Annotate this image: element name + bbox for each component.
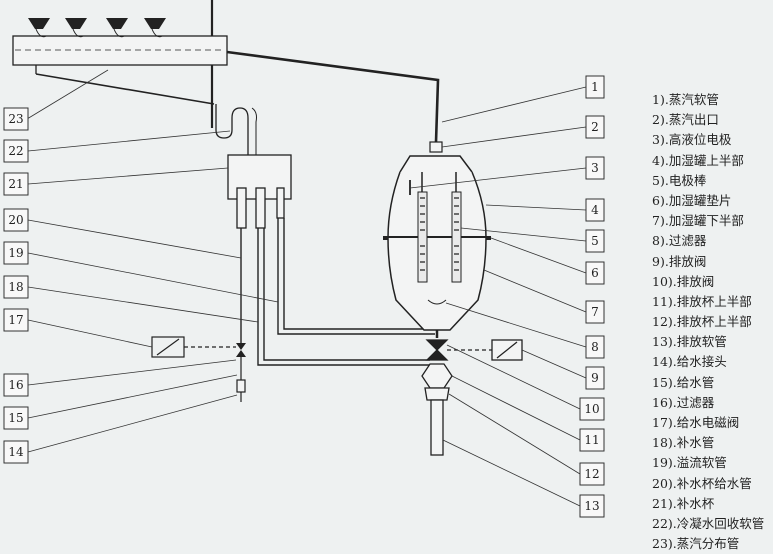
callout-label: 10 bbox=[584, 402, 599, 416]
callout-label: 12 bbox=[584, 467, 599, 481]
humidifier-tank bbox=[383, 141, 491, 338]
tank-lower-7 bbox=[387, 237, 487, 331]
humidifier-diagram: 1 2 3 4 5 6 7 8 9 10 11 12 13 23 22 21 2… bbox=[3, 0, 764, 551]
legend-item: 9).排放阀 bbox=[652, 253, 707, 269]
steam-hose-1 bbox=[226, 50, 440, 143]
callout-19: 19 bbox=[3, 241, 279, 303]
legend-item: 7).加湿罐下半部 bbox=[652, 213, 744, 229]
callout-label: 8 bbox=[591, 340, 599, 354]
callout-18: 18 bbox=[3, 275, 259, 323]
callout-15: 15 bbox=[3, 374, 238, 430]
legend-item: 15).给水管 bbox=[652, 374, 715, 390]
legend-item: 18).补水管 bbox=[652, 435, 715, 451]
callout-6: 6 bbox=[490, 237, 605, 285]
callout-label: 13 bbox=[584, 499, 599, 513]
legend-item: 22).冷凝水回收软管 bbox=[652, 515, 765, 531]
callout-label: 3 bbox=[591, 161, 599, 175]
condensate-hose-22 bbox=[215, 104, 249, 155]
filter-8 bbox=[427, 299, 447, 305]
callout-label: 11 bbox=[584, 433, 599, 447]
parts-legend: 1).蒸汽软管 2).蒸汽出口 3).高液位电极 4).加湿罐上半部 5).电极… bbox=[652, 90, 773, 554]
callout-label: 20 bbox=[8, 213, 23, 227]
callout-10: 10 bbox=[446, 344, 605, 421]
nozzle-icon bbox=[65, 18, 87, 29]
legend-item: 3).高液位电极 bbox=[652, 132, 732, 148]
callout-label: 18 bbox=[8, 280, 23, 294]
callout-16: 16 bbox=[3, 359, 237, 397]
callout-label: 1 bbox=[591, 80, 599, 94]
steam-outlet-2 bbox=[429, 141, 443, 153]
tank-upper-4 bbox=[387, 171, 487, 239]
nozzle-icon bbox=[144, 18, 166, 29]
callout-17: 17 bbox=[3, 308, 153, 348]
legend-item: 19).溢流软管 bbox=[652, 455, 727, 471]
callout-label: 14 bbox=[8, 445, 24, 459]
legend-item: 21).补水杯 bbox=[652, 495, 715, 511]
callout-7: 7 bbox=[483, 269, 605, 324]
callout-label: 15 bbox=[8, 411, 23, 425]
callout-14: 14 bbox=[3, 394, 238, 464]
makeup-pipe-18 bbox=[257, 228, 430, 366]
legend-item: 16).过滤器 bbox=[652, 394, 715, 410]
drain-cup-upper-11 bbox=[421, 363, 453, 389]
steam-nozzles bbox=[28, 18, 166, 29]
legend-item: 8).过滤器 bbox=[652, 233, 707, 249]
legend-item: 1).蒸汽软管 bbox=[652, 92, 719, 107]
callout-20: 20 bbox=[3, 208, 242, 259]
legend-item: 10).排放阀 bbox=[652, 273, 715, 289]
electrode-rod-5 bbox=[417, 191, 428, 283]
callout-label: 5 bbox=[591, 234, 599, 248]
condensate-drain-line bbox=[35, 73, 215, 105]
callout-11: 11 bbox=[451, 375, 605, 452]
callout-label: 19 bbox=[8, 246, 23, 260]
callout-label: 9 bbox=[591, 371, 599, 385]
callout-1: 1 bbox=[441, 75, 605, 123]
callout-3: 3 bbox=[409, 156, 605, 189]
legend-item: 6).加湿罐垫片 bbox=[652, 192, 732, 208]
callout-label: 4 bbox=[591, 203, 599, 217]
callout-label: 23 bbox=[8, 112, 23, 126]
legend-item: 5).电极棒 bbox=[652, 172, 707, 188]
callout-2: 2 bbox=[441, 115, 605, 148]
callout-label: 22 bbox=[8, 144, 23, 158]
feed-valve bbox=[236, 343, 246, 357]
legend-item: 14).给水接头 bbox=[652, 354, 727, 370]
callout-8: 8 bbox=[445, 302, 605, 359]
drain-cup-lower-12 bbox=[424, 387, 450, 401]
legend-item: 11).排放杯上半部 bbox=[652, 293, 752, 309]
callout-12: 12 bbox=[448, 393, 605, 486]
callout-9: 9 bbox=[521, 349, 605, 390]
electrode-rod-5b bbox=[451, 191, 462, 283]
legend-item: 13).排放软管 bbox=[652, 334, 727, 350]
diagram-canvas: 1 2 3 4 5 6 7 8 9 10 11 12 13 23 22 21 2… bbox=[3, 0, 605, 518]
legend-item: 23).蒸汽分布管 bbox=[652, 536, 740, 552]
callout-label: 6 bbox=[591, 266, 599, 280]
nozzle-icon bbox=[28, 18, 50, 29]
callout-22: 22 bbox=[3, 130, 231, 163]
legend-item: 2).蒸汽出口 bbox=[652, 112, 719, 128]
filter-16 bbox=[236, 379, 246, 393]
legend-item: 4).加湿罐上半部 bbox=[652, 152, 744, 168]
feed-solenoid-17 bbox=[151, 336, 236, 358]
overflow-hose-19 bbox=[277, 218, 435, 335]
nozzle-icon bbox=[106, 18, 128, 29]
legend-item: 20).补水杯给水管 bbox=[652, 475, 752, 491]
callout-label: 17 bbox=[8, 313, 23, 327]
drain-valve-10 bbox=[425, 339, 449, 351]
callout-label: 7 bbox=[591, 305, 599, 319]
callout-21: 21 bbox=[3, 167, 229, 196]
callout-label: 16 bbox=[8, 378, 23, 392]
makeup-cup-21 bbox=[227, 154, 292, 229]
callout-label: 21 bbox=[8, 177, 23, 191]
callout-label: 2 bbox=[591, 120, 599, 134]
steam-distribution-pipe bbox=[12, 35, 228, 66]
legend-item: 17).给水电磁阀 bbox=[652, 415, 740, 430]
callout-4: 4 bbox=[485, 198, 605, 222]
callout-23: 23 bbox=[3, 69, 109, 131]
legend-item: 12).排放杯上半部 bbox=[652, 314, 752, 330]
callout-13: 13 bbox=[442, 439, 605, 518]
drain-assembly bbox=[421, 339, 523, 456]
drain-hose-13 bbox=[430, 399, 444, 456]
callout-5: 5 bbox=[460, 227, 605, 253]
